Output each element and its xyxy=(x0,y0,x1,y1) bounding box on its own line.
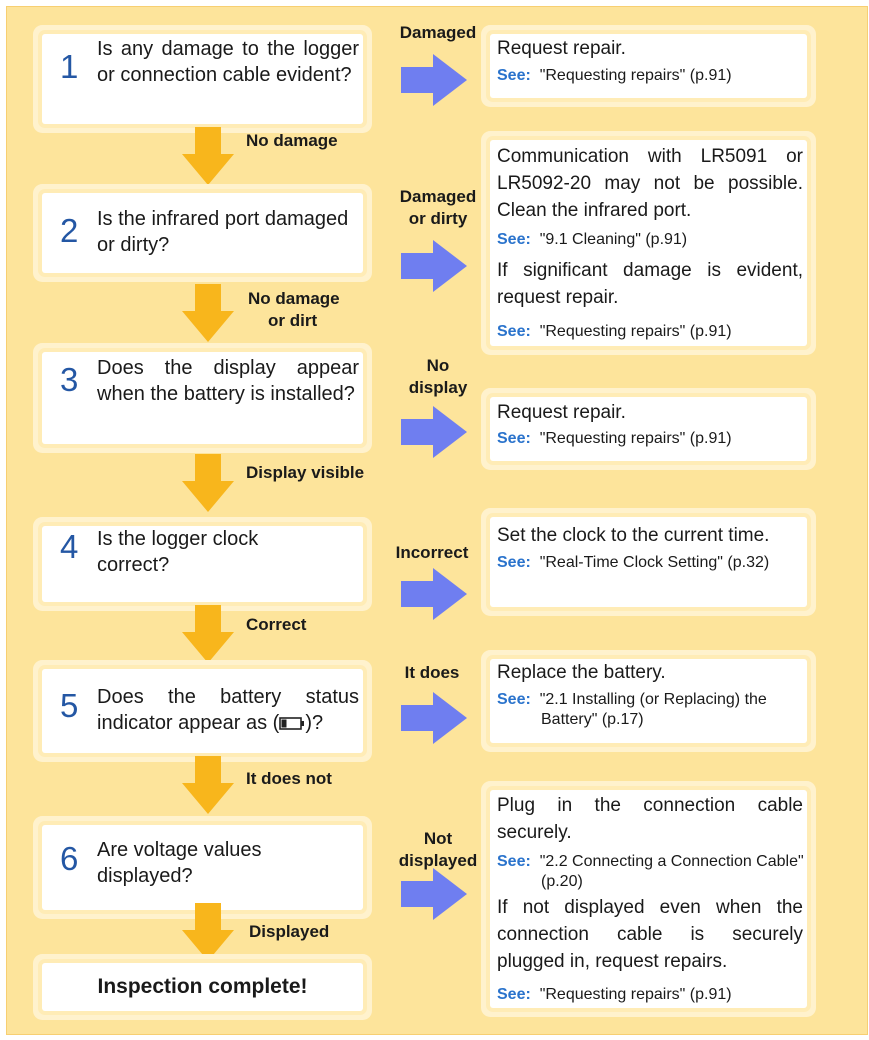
see-label: See: xyxy=(497,67,531,84)
right-arrow-4 xyxy=(401,568,467,620)
result-4-reference: "Real-Time Clock Setting" (p.32) xyxy=(539,554,770,571)
result-5-see: See: "2.1 Installing (or Replacing) the … xyxy=(497,690,811,730)
result-1-text: Request repair. xyxy=(497,38,626,59)
see-label: See: xyxy=(497,231,531,248)
see-label: See: xyxy=(497,323,531,340)
step-2-right-label: Damaged or dirty xyxy=(388,186,488,230)
result-4-box xyxy=(490,517,807,607)
step-6-right-label: Not displayed xyxy=(388,828,488,872)
step-3-right-label: No display xyxy=(388,355,488,399)
step-2-down-label-line1: No damage xyxy=(248,289,340,308)
result-1-see: See: "Requesting repairs" (p.91) xyxy=(497,66,803,86)
result-5-text: Replace the battery. xyxy=(497,662,666,683)
final-box xyxy=(42,963,363,1011)
step-3-box xyxy=(42,352,363,444)
step-4-down-label: Correct xyxy=(246,615,307,634)
step-6-right-label-line1: Not xyxy=(423,829,453,848)
down-arrow-1 xyxy=(182,127,234,185)
result-2-see-2: See: "Requesting repairs" (p.91) xyxy=(497,322,803,342)
step-6-number: 6 xyxy=(60,840,79,877)
result-6-see-1: See: "2.2 Connecting a Connection Cable"… xyxy=(497,852,847,892)
down-arrow-4 xyxy=(182,605,234,663)
result-2-see-1: See: "9.1 Cleaning" (p.91) xyxy=(497,230,803,250)
step-1-box xyxy=(42,34,363,124)
step-5-down-label: It does not xyxy=(246,769,332,788)
step-2-down-label: No damage or dirt xyxy=(248,288,340,332)
step-4-question: Is the logger clock correct? xyxy=(97,528,259,576)
step-1-question: Is any damage to the logger or connectio… xyxy=(97,38,359,86)
see-label: See: xyxy=(497,691,531,708)
step-2-box xyxy=(42,193,363,273)
result-3-box xyxy=(490,397,807,461)
right-arrow-2 xyxy=(401,240,467,292)
see-label: See: xyxy=(497,986,531,1003)
down-arrow-6 xyxy=(182,903,234,961)
step-3-right-label-line1: No xyxy=(426,356,450,375)
result-3-text: Request repair. xyxy=(497,402,626,423)
down-arrow-5 xyxy=(182,756,234,814)
see-label: See: xyxy=(497,554,531,571)
result-6-text-1: Plug in the connection cable securely. xyxy=(497,795,803,843)
step-5-question-end: )? xyxy=(305,712,324,734)
result-2-reference-2: "Requesting repairs" (p.91) xyxy=(539,323,732,340)
down-arrow-3 xyxy=(182,454,234,512)
result-2-box xyxy=(490,140,807,346)
result-6-text-2: If not displayed even when the connectio… xyxy=(497,897,803,972)
right-arrow-1 xyxy=(401,54,467,106)
down-arrow-2 xyxy=(182,284,234,342)
result-5-reference: "2.1 Installing (or Replacing) the Batte… xyxy=(539,691,767,728)
step-2-number: 2 xyxy=(60,212,79,249)
step-5-right-label: It does xyxy=(404,663,460,682)
step-2-question: Is the infrared port damaged or dirty? xyxy=(97,208,349,256)
step-6-question: Are voltage values displayed? xyxy=(97,839,262,887)
step-4-box xyxy=(42,526,363,602)
result-1-reference: "Requesting repairs" (p.91) xyxy=(539,67,732,84)
step-1-number: 1 xyxy=(60,48,79,85)
step-6-right-label-line2: displayed xyxy=(398,851,478,870)
step-6-down-label: Displayed xyxy=(249,922,330,941)
result-4-text: Set the clock to the current time. xyxy=(497,525,770,546)
step-5-box xyxy=(42,669,363,753)
step-6-box xyxy=(42,825,363,910)
step-4-right-label: Incorrect xyxy=(395,543,469,562)
right-arrow-5 xyxy=(401,692,467,744)
step-3-down-label: Display visible xyxy=(246,463,365,482)
step-4-number: 4 xyxy=(60,528,79,565)
step-5-question: Does the battery status indicator appear… xyxy=(97,684,359,736)
result-2-reference-1: "9.1 Cleaning" (p.91) xyxy=(539,231,688,248)
see-label: See: xyxy=(497,853,531,870)
result-6-box xyxy=(490,790,807,1008)
step-1-down-label: No damage xyxy=(246,131,338,150)
step-3-number: 3 xyxy=(60,361,79,398)
step-2-right-label-line1: Damaged xyxy=(399,187,477,206)
result-5-box xyxy=(490,659,807,743)
see-label: See: xyxy=(497,430,531,447)
result-3-see: See: "Requesting repairs" (p.91) xyxy=(497,429,803,449)
step-3-right-label-line2: display xyxy=(408,378,468,397)
right-arrow-6 xyxy=(401,868,467,920)
result-6-see-2: See: "Requesting repairs" (p.91) xyxy=(497,985,803,1005)
battery-low-icon xyxy=(279,717,305,730)
result-3-reference: "Requesting repairs" (p.91) xyxy=(539,430,732,447)
result-1-box xyxy=(490,34,807,98)
result-2-text-1: Communication with LR5091 or LR5092-20 m… xyxy=(497,146,803,221)
result-6-reference-1: "2.2 Connecting a Connection Cable" (p.2… xyxy=(539,853,804,890)
inspection-complete-text: Inspection complete! xyxy=(97,975,308,998)
step-5-number: 5 xyxy=(60,687,79,724)
step-5-question-text: Does the battery status indicator appear… xyxy=(97,686,359,734)
step-1-right-label: Damaged xyxy=(399,23,477,42)
step-2-right-label-line2: or dirty xyxy=(408,209,468,228)
result-6-reference-2: "Requesting repairs" (p.91) xyxy=(539,986,732,1003)
step-3-question: Does the display appear when the battery… xyxy=(97,357,359,405)
result-4-see: See: "Real-Time Clock Setting" (p.32) xyxy=(497,553,841,573)
result-2-text-2: If significant damage is evident, reques… xyxy=(497,260,803,308)
right-arrow-3 xyxy=(401,406,467,458)
step-2-down-label-line2: or dirt xyxy=(268,311,318,330)
